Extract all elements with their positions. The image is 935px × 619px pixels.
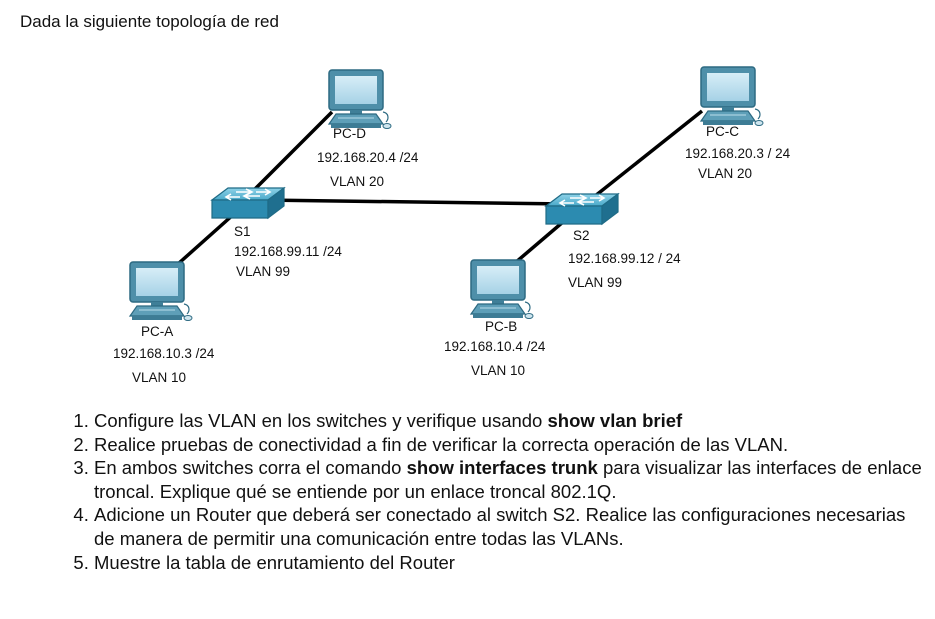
pc-c-vlan: VLAN 20: [698, 166, 752, 181]
link-s1-s2: [261, 198, 569, 206]
s2-switch-icon: [545, 193, 619, 225]
pc-b-name: PC-B: [485, 319, 517, 334]
s2-vlan: VLAN 99: [568, 275, 622, 290]
pc-b-ip: 192.168.10.4 /24: [444, 339, 546, 354]
task-item: Adicione un Router que deberá ser conect…: [94, 503, 924, 550]
pc-d-vlan: VLAN 20: [330, 174, 384, 189]
pc-d-ip: 192.168.20.4 /24: [317, 150, 419, 165]
s1-switch-icon: [211, 187, 285, 219]
pc-b-vlan: VLAN 10: [471, 363, 525, 378]
task-list: Configure las VLAN en los switches y ver…: [54, 409, 924, 574]
pc-c-name: PC-C: [706, 124, 739, 139]
pc-a-name: PC-A: [141, 324, 173, 339]
s2-ip: 192.168.99.12 / 24: [568, 251, 681, 266]
link-pcc-s2: [588, 109, 704, 202]
pc-a-ip: 192.168.10.3 /24: [113, 346, 215, 361]
network-topology-diagram: PC-D 192.168.20.4 /24 VLAN 20 PC-C 192.1…: [113, 66, 791, 385]
pc-d-name: PC-D: [333, 126, 366, 141]
task-item: Configure las VLAN en los switches y ver…: [94, 409, 924, 433]
pc-a-computer-icon: [129, 261, 193, 322]
pc-c-computer-icon: [700, 66, 764, 127]
s1-vlan: VLAN 99: [236, 264, 290, 279]
task-item: Realice pruebas de conectividad a fin de…: [94, 433, 924, 457]
s2-name: S2: [573, 228, 590, 243]
pc-b-computer-icon: [470, 259, 534, 320]
pc-a-vlan: VLAN 10: [132, 370, 186, 385]
s1-name: S1: [234, 224, 251, 239]
page-title: Dada la siguiente topología de red: [20, 12, 279, 31]
task-item: En ambos switches corra el comando show …: [94, 456, 924, 503]
pc-d-computer-icon: [328, 69, 392, 130]
s1-ip: 192.168.99.11 /24: [234, 244, 342, 259]
pc-c-ip: 192.168.20.3 / 24: [685, 146, 791, 161]
link-pcd-s1: [246, 110, 334, 198]
task-item: Muestre la tabla de enrutamiento del Rou…: [94, 551, 924, 575]
